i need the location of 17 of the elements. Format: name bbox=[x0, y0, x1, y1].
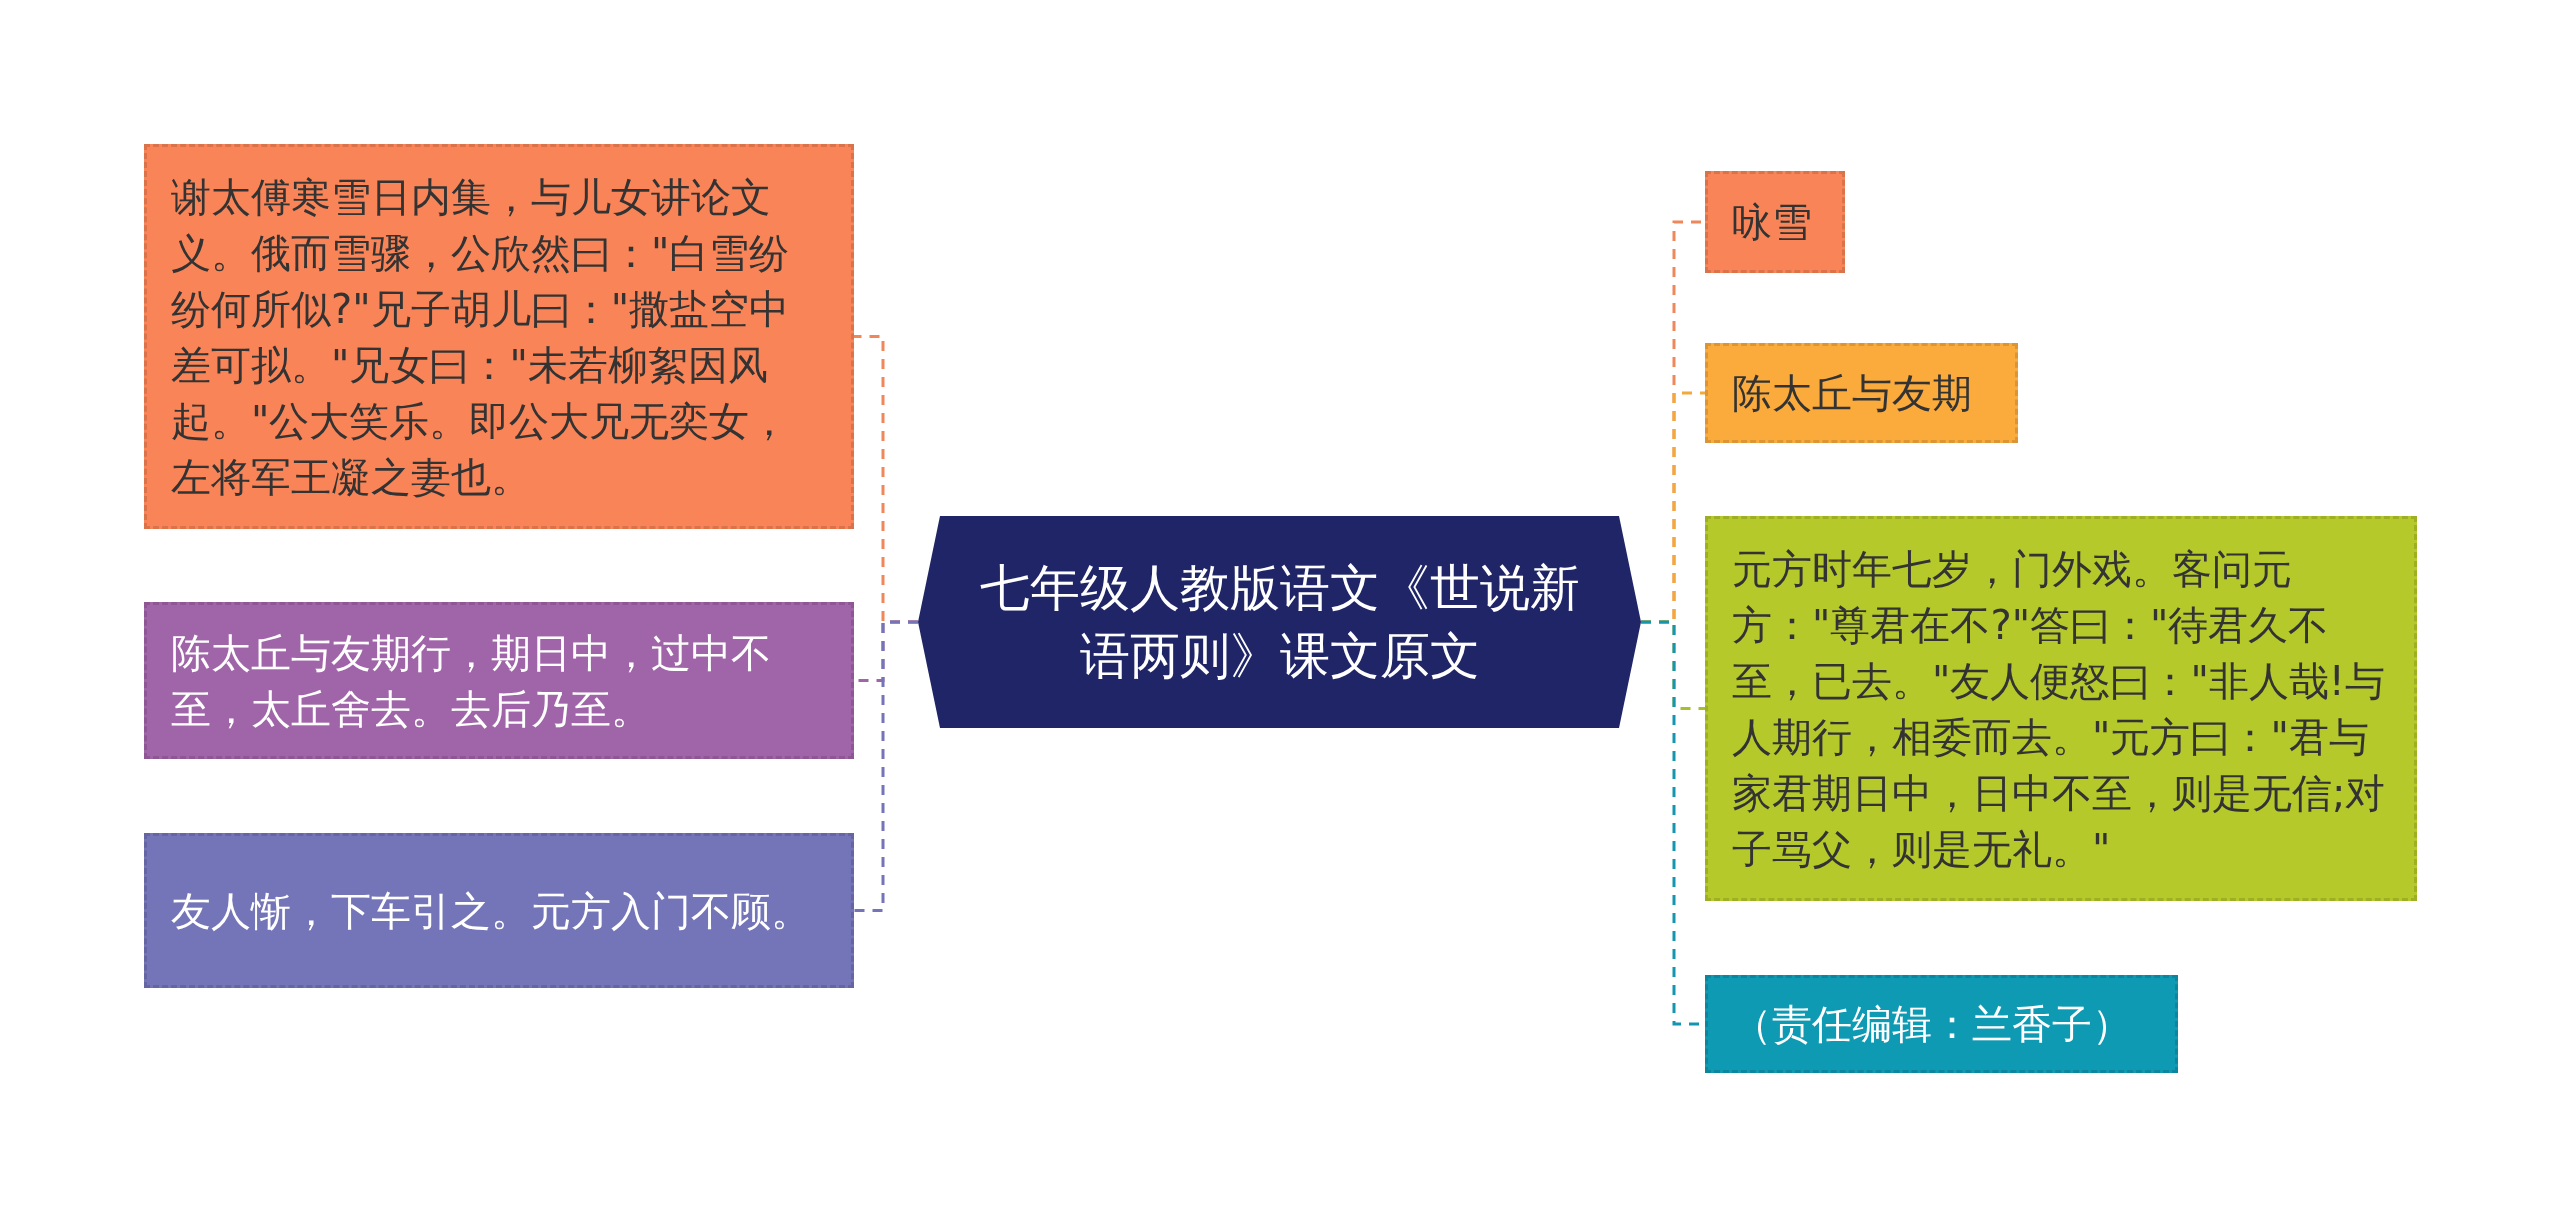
topic-text: 陈太丘与友期 bbox=[1732, 369, 1972, 418]
topic-box bbox=[144, 144, 854, 529]
title-text: 七年级人教版语文《世说新语两则》课文原文 bbox=[978, 558, 1581, 687]
topic-text: 陈太丘与友期行，期日中，过中不至，太丘舍去。去后乃至。 bbox=[171, 628, 772, 734]
topic-box bbox=[144, 833, 854, 988]
topic-box bbox=[144, 602, 854, 759]
topic-text: （责任编辑：兰香子） bbox=[1732, 1000, 2132, 1049]
topic-box bbox=[1705, 516, 2417, 901]
topic-text: 谢太傅寒雪日内集，与儿女讲论文义。俄而雪骤，公欣然曰："白雪纷纷何所似?"兄子胡儿曰："撒盐空中差可拟。"兄女曰："未若柳絮因风起。"公大笑乐。即公大兄无奕女，左将军王凝之妻也。 bbox=[171, 172, 791, 502]
connector-line bbox=[854, 620, 918, 912]
topic-text: 友人惭，下车引之。元方入门不顾。 bbox=[171, 886, 811, 936]
topic-box bbox=[1705, 171, 1845, 273]
title-hexagon bbox=[918, 516, 1641, 728]
topic-text: 咏雪 bbox=[1732, 198, 1812, 247]
topic-box bbox=[1705, 975, 2178, 1073]
topic-text: 元方时年七岁，门外戏。客问元方："尊君在不?"答曰："待君久不至，已去。"友人便怒曰："非人哉!与人期行，相委而去。"元方曰："君与家君期日中，日中不至，则是无信;对子骂父，则是无礼。" bbox=[1732, 544, 2387, 874]
topic-box bbox=[1705, 343, 2018, 443]
